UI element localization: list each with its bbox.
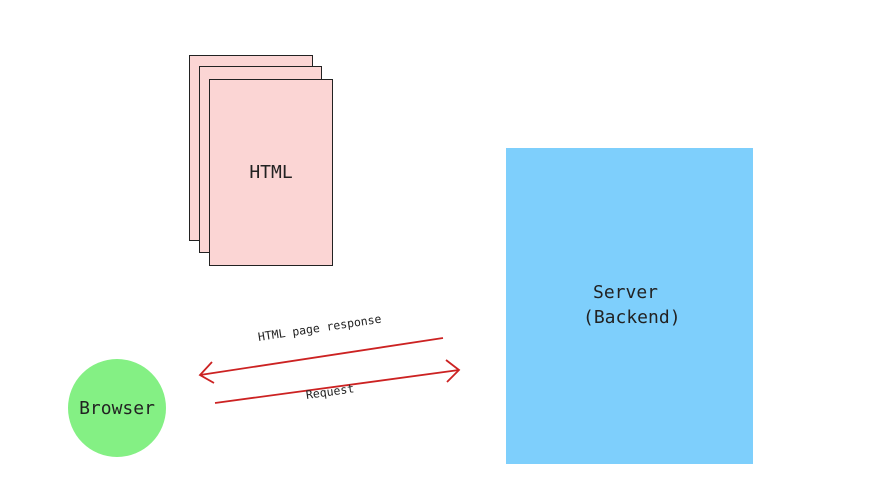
- request-arrow-line: [214, 369, 460, 404]
- server-label: Server (Backend): [583, 280, 681, 330]
- server-label-line1: Server: [593, 282, 659, 303]
- request-arrowhead-icon: [445, 359, 461, 383]
- response-arrow-line: [199, 337, 444, 376]
- server-label-line2: (Backend): [583, 307, 681, 328]
- browser-circle: Browser: [68, 359, 166, 457]
- html-page-front: HTML: [209, 79, 333, 266]
- server-box: Server (Backend): [506, 148, 753, 464]
- browser-label: Browser: [79, 397, 155, 419]
- response-arrowhead-icon: [198, 361, 215, 384]
- html-label: HTML: [249, 162, 293, 183]
